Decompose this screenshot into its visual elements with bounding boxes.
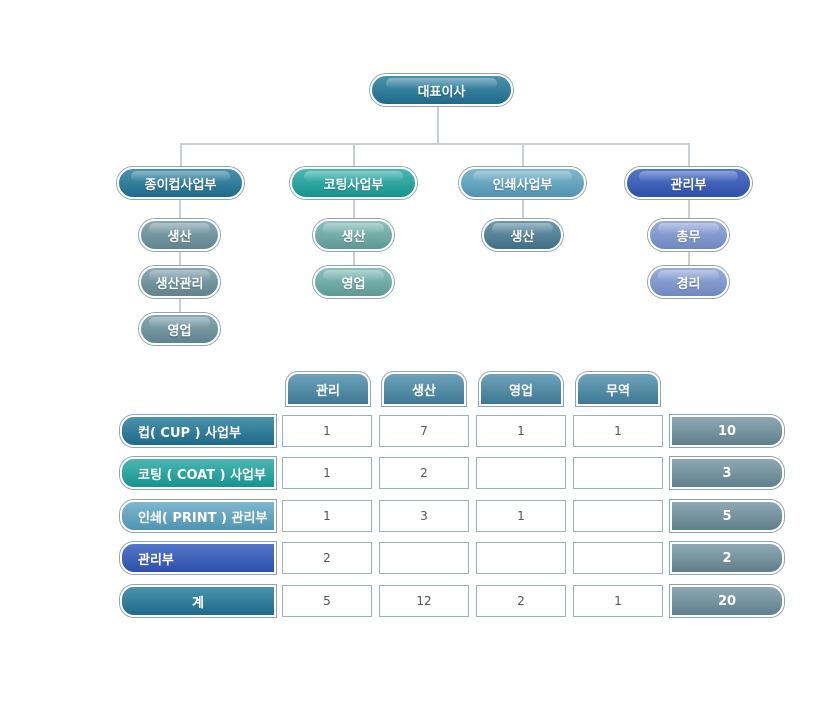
table-cell: 2 <box>379 457 469 489</box>
sub-node: 생산관리 <box>139 266 220 298</box>
sub-node: 생산 <box>139 219 220 251</box>
row-total-sum: 20 <box>670 585 784 617</box>
table-cell: 1 <box>476 415 566 447</box>
table-cell <box>573 500 663 532</box>
table-cell: 2 <box>282 542 372 574</box>
division-management: 관리부 <box>625 167 752 199</box>
table-cell <box>379 542 469 574</box>
row-total: 2 <box>670 542 784 574</box>
table-cell <box>573 457 663 489</box>
table-cell: 1 <box>282 415 372 447</box>
table-cell: 5 <box>282 585 372 617</box>
table-cell <box>573 542 663 574</box>
table-cell: 1 <box>573 585 663 617</box>
row-header: 인쇄( PRINT ) 관리부 <box>120 500 276 532</box>
column-header: 관리 <box>286 372 370 406</box>
sub-node: 생산 <box>482 219 563 251</box>
row-total: 3 <box>670 457 784 489</box>
table-cell: 1 <box>573 415 663 447</box>
sub-node: 영업 <box>313 266 394 298</box>
table-cell: 1 <box>476 500 566 532</box>
table-cell <box>476 542 566 574</box>
connector-horizontal <box>180 143 690 145</box>
table-cell: 2 <box>476 585 566 617</box>
sub-node: 영업 <box>139 313 220 345</box>
column-header: 영업 <box>479 372 563 406</box>
table-cell: 1 <box>282 457 372 489</box>
table-cell: 12 <box>379 585 469 617</box>
row-header: 관리부 <box>120 542 276 574</box>
connector-div2 <box>353 143 355 167</box>
connector-div4 <box>688 143 690 167</box>
connector-ceo-down <box>437 106 439 143</box>
row-total: 5 <box>670 500 784 532</box>
division-paper-cup: 종이컵사업부 <box>117 167 244 199</box>
connector-div3 <box>522 143 524 167</box>
row-total: 10 <box>670 415 784 447</box>
table-cell: 7 <box>379 415 469 447</box>
division-printing: 인쇄사업부 <box>459 167 586 199</box>
column-header: 생산 <box>382 372 466 406</box>
division-coating: 코팅사업부 <box>290 167 417 199</box>
sub-node: 총무 <box>648 219 729 251</box>
connector-div3-sub <box>522 199 524 219</box>
connector-div1 <box>180 143 182 167</box>
ceo-node: 대표이사 <box>370 74 513 106</box>
row-header: 컵( CUP ) 사업부 <box>120 415 276 447</box>
table-cell: 1 <box>282 500 372 532</box>
row-header: 코팅 ( COAT ) 사업부 <box>120 457 276 489</box>
table-cell <box>476 457 566 489</box>
sub-node: 생산 <box>313 219 394 251</box>
sub-node: 경리 <box>648 266 729 298</box>
connector-div1-sub <box>179 199 181 314</box>
table-cell: 3 <box>379 500 469 532</box>
row-header-sum: 계 <box>120 585 276 617</box>
column-header: 무역 <box>576 372 660 406</box>
